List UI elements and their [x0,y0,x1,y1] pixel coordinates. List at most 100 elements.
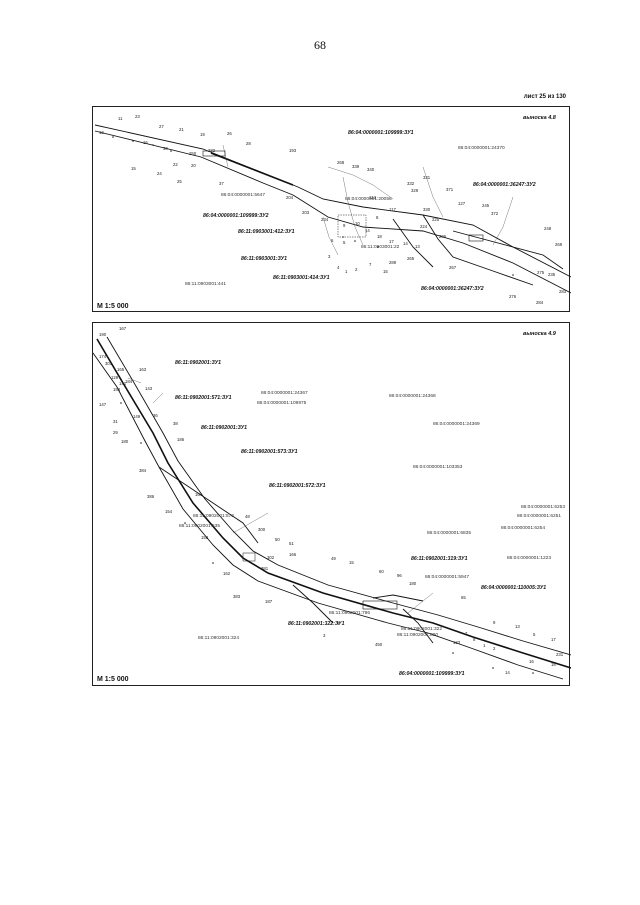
point-number: 384 [139,468,147,473]
cadastral-bold-label: 86:11:0902001:ЗУ1 [175,360,221,366]
point-number: 250 [189,151,197,156]
point-number: 18 [377,234,382,239]
point-number: 11 [118,116,123,121]
point-number: 65 [461,595,466,600]
point-number: 15 [349,560,354,565]
point-number: 332 [407,181,415,186]
point-number: 186 [177,437,185,442]
point-number: 31 [113,419,118,424]
point-number: 6 [331,238,334,243]
point-number: 16 [143,140,148,145]
point-number: 10 [355,221,360,226]
point-number: 7 [465,631,468,636]
point-number: 27 [159,124,164,129]
point-number: 20 [191,163,196,168]
cadastral-bold-label: 86:11:0902001:572:ЗУ1 [269,483,326,489]
sheet-label: лист 25 из 130 [523,94,566,100]
cadastral-label: 86:04:0000001:103353 [413,464,463,470]
point-number: 15 [383,269,388,274]
cadastral-label: 86:04:0000001:6835 [427,530,471,536]
point-number: 268 [337,160,345,165]
cadastral-label: 86:11:0902001:535 [179,523,220,529]
point-number: 127 [458,201,466,206]
point-number: 9 [493,620,496,625]
cadastral-label: 86:04:0000001:24370 [458,145,505,151]
point-number: 383 [233,594,241,599]
point-number: 248 [544,226,552,231]
cadastral-bold-label: 86:04:0000001:109999:ЗУ2 [203,213,269,219]
point-number: 284 [536,300,544,305]
point-number: 17 [389,239,394,244]
point-number: 289 [389,260,397,265]
point-number: 9 [343,223,346,228]
cadastral-label: 86:04:0000001:24368 [389,393,436,399]
point-number: 4 [337,265,340,270]
point-number: 28 [246,141,251,146]
cadastral-label: 86:04:0000001:6251 [517,513,561,519]
point-number: 96 [397,573,402,578]
point-number: 14 [505,670,510,675]
point-number: 193 [289,148,297,153]
point-number: 265 [407,256,415,261]
point-number: 276 [509,294,517,299]
point-number: 15 [131,166,136,171]
point-number: 50 [275,537,280,542]
point-number: 117 [389,207,396,212]
page-number: 68 [314,38,326,52]
point-number: 143 [145,386,153,391]
cadastral-label: 86:11:0902001:324 [198,635,239,641]
point-number: 36 [153,413,158,418]
point-number: 231 [556,652,564,657]
point-number: 8 [376,215,379,220]
cadastral-label: 86:04:0000001:6253 [521,504,565,510]
point-number: 165 [117,367,125,372]
point-number: 187 [265,599,273,604]
panel-title: выноска 4.8 [523,115,557,121]
cadastral-label: 86:11:0902001:800 [397,632,438,638]
map-panel-4-8: выноска 4.8 М 1:5 000 86:04:0000001:1099… [92,106,571,312]
cadastral-label: 86:04:0000001:1223 [507,555,551,561]
point-number: 3 [328,254,331,259]
point-number: 17 [551,637,556,642]
cadastral-label: 86:04:0000001:109975 [257,400,307,406]
point-number: 133 [453,640,461,645]
cadastral-bold-label: 86:04:0000001:109999:ЗУ1 [399,671,465,677]
point-number: 275 [537,270,545,275]
point-number: 180 [409,581,417,586]
point-number: 141 [119,381,127,386]
point-number: 19 [200,132,205,137]
point-dots [112,136,514,276]
point-number: 48 [245,514,250,519]
point-number: 331 [423,175,431,180]
point-number: 232 [208,148,216,153]
point-number: 164 [195,492,203,497]
point-number: 5 [343,240,346,245]
point-number: 167 [119,326,127,331]
point-number: 13 [415,244,420,249]
point-number: 203 [302,210,310,215]
cadastral-bold-label: 86:11:0903001:ЗУ1 [241,256,287,262]
cadastral-label: 86:11:0902001:796 [329,610,370,616]
cadastral-bold-label: 86:11:0902001:322:ЗУ1 [288,621,345,627]
point-number: 147 [99,402,107,407]
point-number: 235 [548,272,556,277]
point-number: 1 [345,269,348,274]
cadastral-label: 86:04:0000001:6254 [501,525,545,531]
cadastral-bold-label: 86:04:0000001:109999:ЗУ1 [348,130,414,136]
point-number: 180 [121,439,129,444]
point-number: 37 [219,181,224,186]
cadastral-bold-label: 86:04:0000001:36247:ЗУ2 [421,286,484,292]
point-number: 190 [99,332,107,337]
point-number: 372 [491,211,499,216]
cadastral-label: 86:11:0902001:322 [401,626,442,632]
point-number: 339 [352,164,360,169]
map-drawing-4-8: выноска 4.8 М 1:5 000 86:04:0000001:1099… [94,114,571,310]
point-number: 113 [369,195,376,200]
point-number: 22 [173,162,178,167]
point-number: 30 [163,146,168,151]
cadastral-label: 86:11:0903001:22 [361,244,400,250]
point-number: 153 [113,387,121,392]
point-number: 29 [113,430,118,435]
point-number: 204 [286,195,294,200]
point-number: 14 [403,241,408,246]
